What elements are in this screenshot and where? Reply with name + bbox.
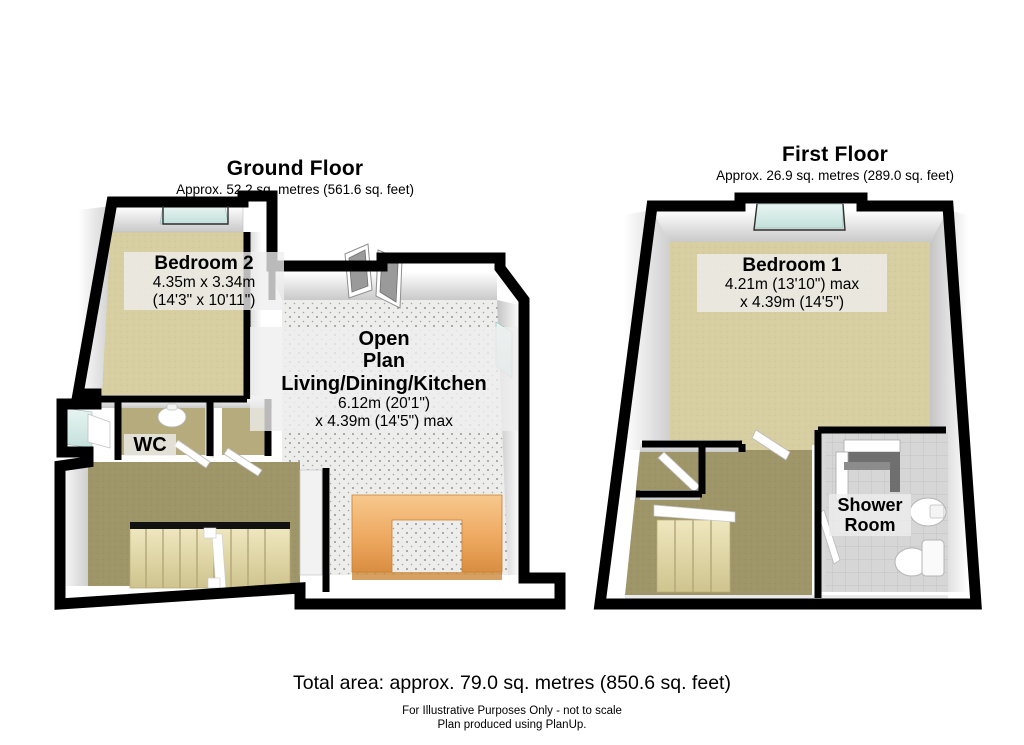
wall-face-left-lower — [60, 462, 88, 586]
shower-enclosure — [835, 439, 901, 501]
room-label-wc: WC — [124, 434, 176, 457]
door-bedroom-1 — [751, 429, 791, 461]
room-label-shower-room: Shower Room — [829, 494, 911, 537]
stair-handrail-first — [653, 504, 736, 523]
open-plan-name-2: Plan — [362, 350, 406, 373]
staircase-ground — [129, 522, 291, 591]
inner-walls-first — [636, 426, 946, 598]
door-understairs — [299, 469, 323, 576]
roof-recess-line-first — [753, 203, 846, 231]
ground-floor-heading: Ground Floor Approx. 52.2 sq. metres (56… — [150, 157, 440, 198]
bedroom-1-name: Bedroom 1 — [742, 255, 842, 276]
open-plan-dim-1: 6.12m (20'1") — [337, 395, 431, 413]
first-floor-area: Approx. 26.9 sq. metres (289.0 sq. feet) — [716, 168, 954, 184]
bedroom-1-dim-1: 4.21m (13'10") max — [724, 276, 860, 294]
room-label-bedroom-1: Bedroom 1 4.21m (13'10") max x 4.39m (14… — [697, 254, 887, 312]
window-glass-bedroom1 — [753, 203, 844, 229]
first-floor-title: First Floor — [781, 143, 889, 166]
plan-footer: Total area: approx. 79.0 sq. metres (850… — [0, 672, 1024, 733]
disclaimer-text: For Illustrative Purposes Only - not to … — [402, 705, 622, 717]
entry-door-ground — [63, 407, 111, 449]
roof-recess-line-ground — [162, 206, 229, 225]
toilet-shower-room — [894, 539, 945, 577]
room-label-bedroom-2: Bedroom 2 4.35m x 3.34m (14'3" x 10'11") — [124, 252, 284, 310]
wash-basin-wc — [157, 403, 187, 428]
kitchen-counter-edge — [352, 572, 502, 580]
bedroom-2-dim-2: (14'3" x 10'11") — [152, 291, 256, 309]
ground-floor-area: Approx. 52.2 sq. metres (561.6 sq. feet) — [176, 182, 414, 198]
door-hallway-openplan — [223, 447, 263, 477]
wash-basin-shower-room — [909, 497, 947, 527]
bedroom-2-name: Bedroom 2 — [154, 253, 254, 274]
staircase-first — [653, 504, 736, 593]
shower-room-name-2: Room — [844, 515, 896, 536]
room-label-open-plan: Open Plan Living/Dining/Kitchen 6.12m (2… — [250, 327, 518, 431]
bedroom-1-dim-2: x 4.39m (14'5") — [739, 293, 845, 311]
window-glass-bedroom2 — [159, 205, 229, 225]
outer-wall-first — [593, 192, 982, 610]
open-plan-dim-2: x 4.39m (14'5") max — [315, 412, 453, 430]
open-plan-name-3: Living/Dining/Kitchen — [281, 372, 487, 395]
wc-name: WC — [133, 434, 167, 456]
producer-text: Plan produced using PlanUp. — [437, 719, 587, 732]
ground-floor-title: Ground Floor — [226, 157, 364, 180]
bedroom-2-dim-1: 4.35m x 3.34m — [152, 274, 256, 292]
open-plan-name-1: Open — [358, 328, 410, 350]
shower-room-name-1: Shower — [837, 495, 903, 515]
wall-face-first-left — [624, 210, 670, 450]
total-area-text: Total area: approx. 79.0 sq. metres (850… — [293, 672, 731, 694]
first-floor-heading: First Floor Approx. 26.9 sq. metres (289… — [700, 143, 970, 184]
